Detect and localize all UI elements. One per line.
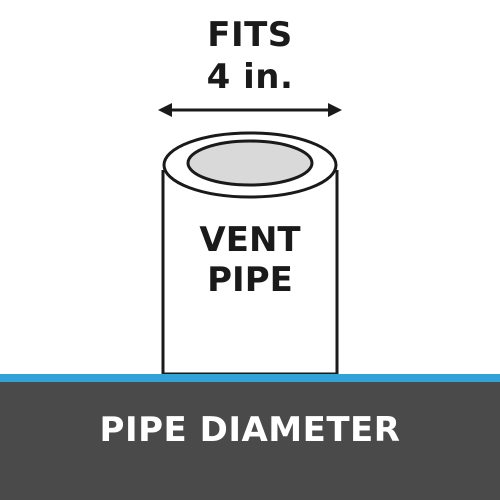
fits-size-label: FITS 4 in. [0, 14, 500, 98]
pipe-label-line2: PIPE [207, 260, 293, 300]
accent-stripe [0, 374, 500, 383]
footer-banner [0, 382, 500, 500]
double-headed-arrow-icon [158, 103, 342, 117]
fits-label-line2: 4 in. [206, 57, 294, 97]
pipe-label-line1: VENT [199, 220, 301, 260]
vent-pipe-label: VENT PIPE [150, 220, 350, 300]
footer-title: PIPE DIAMETER [99, 410, 401, 450]
fits-label-line1: FITS [207, 15, 293, 55]
pipe-opening [186, 139, 314, 187]
